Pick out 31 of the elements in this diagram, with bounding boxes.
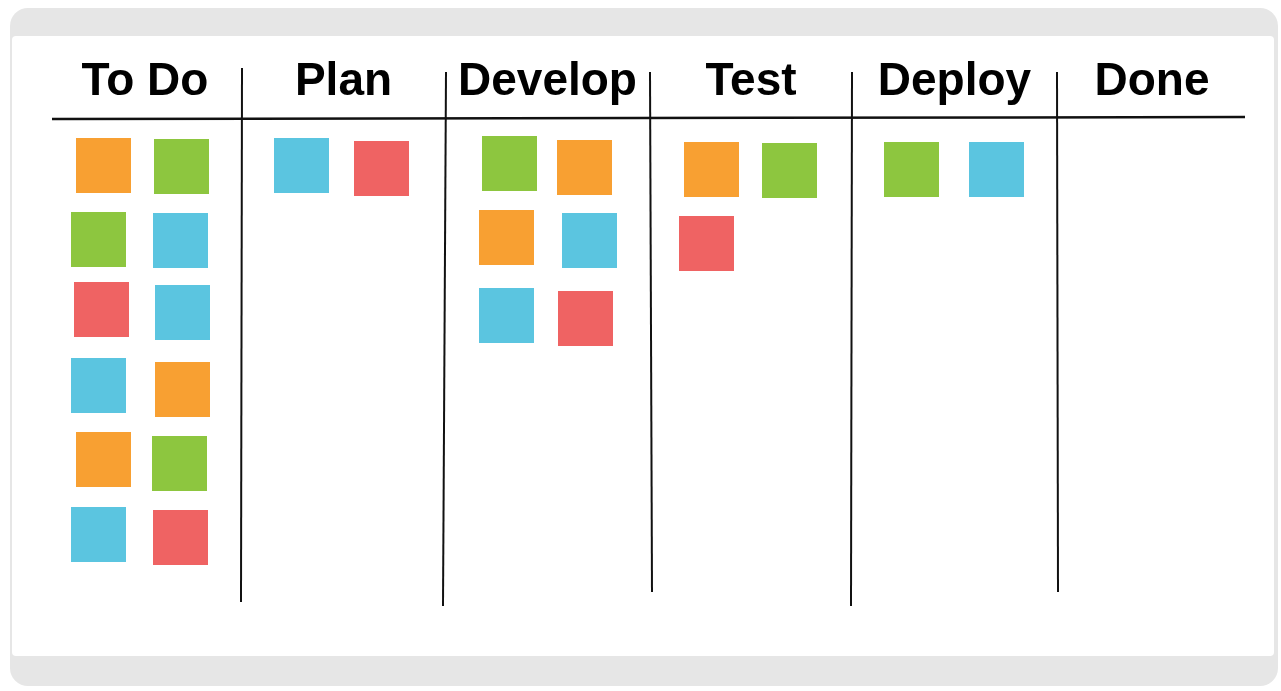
sticky-note [274,138,329,193]
sticky-note [71,212,126,267]
sticky-note [562,213,617,268]
column-heading: Plan [294,52,393,106]
sticky-note [684,142,739,197]
sticky-note [679,216,734,271]
sticky-note [152,436,207,491]
column-heading: Deploy [877,52,1032,106]
sticky-note [153,510,208,565]
sticky-note [154,139,209,194]
sticky-note [76,138,131,193]
sticky-note [479,210,534,265]
sticky-note [558,291,613,346]
sticky-note [557,140,612,195]
column-heading: To Do [81,52,209,106]
sticky-note [969,142,1024,197]
sticky-note [74,282,129,337]
column-heading: Test [705,52,797,106]
sticky-note [884,142,939,197]
sticky-note [153,213,208,268]
sticky-note [762,143,817,198]
sticky-note [482,136,537,191]
sticky-note [354,141,409,196]
sticky-note [71,358,126,413]
sticky-note [479,288,534,343]
sticky-note [155,285,210,340]
column-heading: Done [1094,52,1210,106]
sticky-note [76,432,131,487]
sticky-note [71,507,126,562]
sticky-note [155,362,210,417]
column-heading: Develop [458,52,637,106]
